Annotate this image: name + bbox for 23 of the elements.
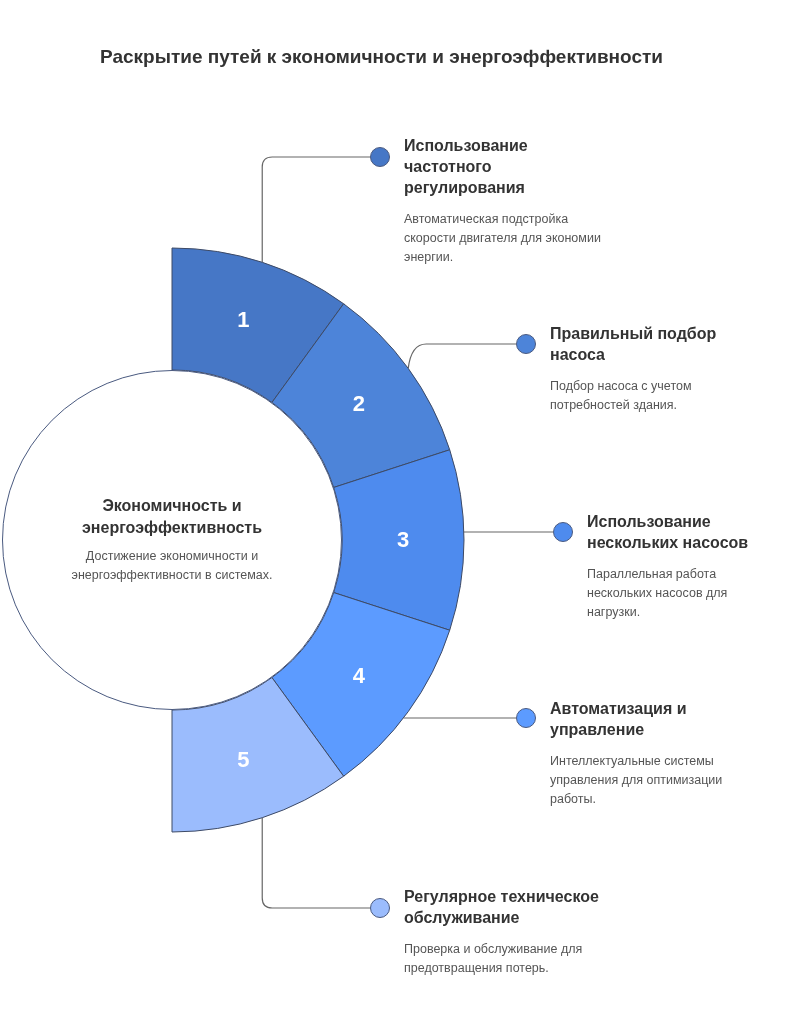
connector-line [463, 531, 554, 533]
connector-line [402, 717, 517, 719]
segment-number: 4 [352, 664, 365, 687]
center-heading: Экономичность и энергоэффективность [81, 496, 263, 538]
item-heading: Использование частотного регулирования [404, 136, 529, 198]
item-description: Автоматическая подстройка скорости двигателя для экономии энергии. [404, 211, 602, 266]
connector-line [407, 343, 517, 369]
item-heading: Правильный подбор насоса [550, 324, 718, 365]
center-description: Достижение экономичности и энергоэффективности в системах. [70, 548, 274, 584]
item-description: Подбор насоса с учетом потребностей здания. [550, 378, 693, 414]
connector-line [261, 156, 371, 263]
connector-line [261, 817, 371, 909]
segment-number: 3 [396, 529, 410, 551]
item-description: Проверка и обслуживание для предотвращения потерь. [404, 941, 584, 977]
item-heading: Автоматизация и управление [550, 699, 688, 740]
item-description: Интеллектуальные системы управления для оптимизации работы. [550, 753, 724, 808]
segment-number: 5 [237, 748, 250, 771]
item-heading: Использование нескольких насосов [587, 512, 750, 553]
segment-number: 1 [237, 309, 250, 332]
item-description: Параллельная работа нескольких насосов для нагрузки. [587, 566, 729, 621]
item-heading: Регулярное техническое обслуживание [404, 887, 600, 928]
diagram-title: Раскрытие путей к экономичности и энергоэффективности [100, 45, 664, 69]
segment-number: 2 [352, 393, 365, 416]
